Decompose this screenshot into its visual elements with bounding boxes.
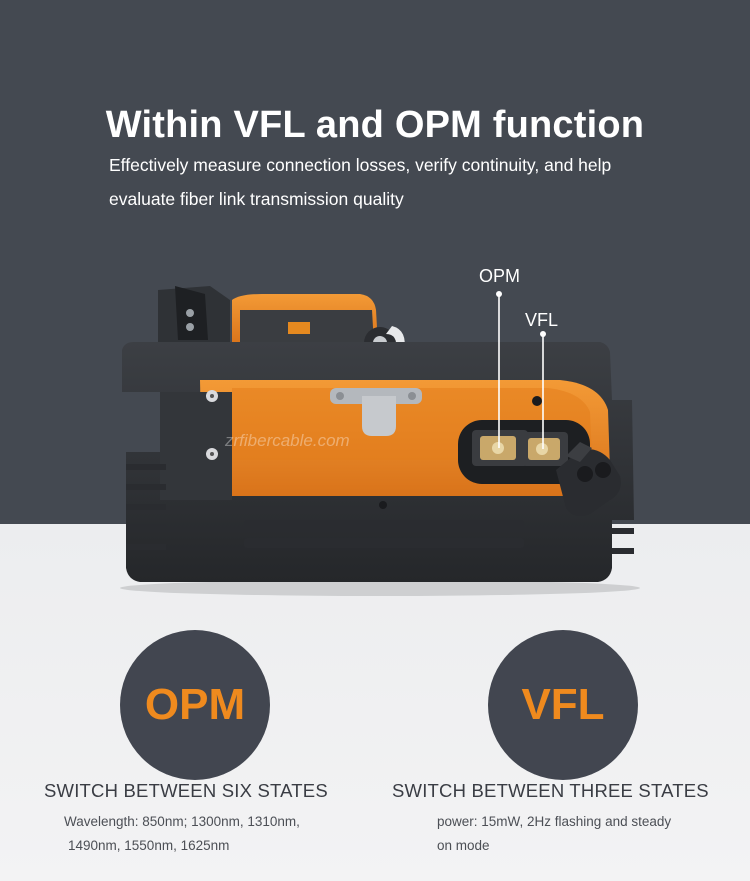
watermark-text: zrfibercable.com	[224, 431, 350, 450]
vfl-badge-text: VFL	[521, 680, 605, 729]
opm-badge: OPM	[120, 630, 270, 780]
subtitle-line-1: Effectively measure connection losses, v…	[109, 155, 612, 175]
vfl-detail-line-2: on mode	[437, 838, 490, 853]
opm-detail-line-2: 1490nm, 1550nm, 1625nm	[68, 838, 230, 853]
opm-callout-label: OPM	[479, 266, 521, 286]
vfl-badge: VFL	[488, 630, 638, 780]
vfl-callout-label: VFL	[525, 310, 559, 330]
opm-detail-line-1: Wavelength: 850nm; 1300nm, 1310nm,	[64, 814, 300, 829]
opm-badge-text: OPM	[144, 680, 246, 729]
vfl-feature-title: SWITCH BETWEEN THREE STATES	[392, 780, 709, 801]
page-title: Within VFL and OPM function	[105, 104, 645, 146]
fusion-splicer-image: zrfibercable.com	[120, 286, 640, 596]
vfl-detail-line-1: power: 15mW, 2Hz flashing and steady	[437, 814, 672, 829]
subtitle-line-2: evaluate fiber link transmission quality	[109, 189, 404, 209]
opm-feature-title: SWITCH BETWEEN SIX STATES	[44, 780, 328, 801]
